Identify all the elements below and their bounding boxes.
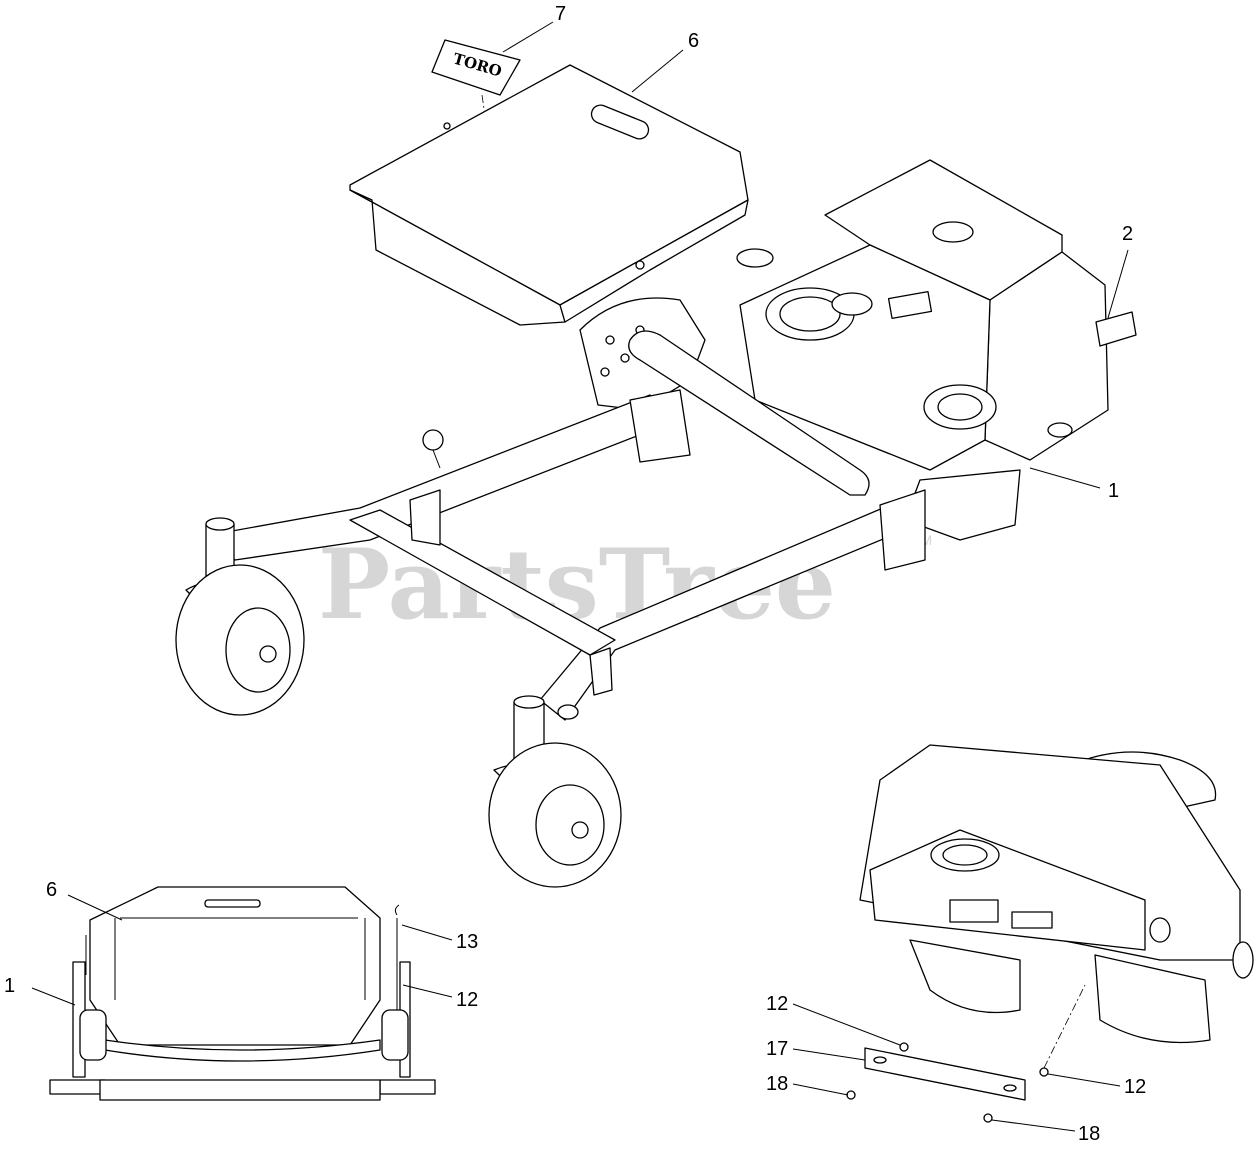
main-frame-assembly: TORO xyxy=(175,3,1137,888)
seat-cover xyxy=(349,64,749,326)
underside-view-inset: 12 17 18 12 18 xyxy=(766,744,1254,1145)
inset-right-callout-12-right: 12 xyxy=(1124,1076,1146,1098)
callout-2: 2 xyxy=(1122,223,1133,245)
right-caster-wheel xyxy=(488,695,622,888)
inset-right-callout-17: 17 xyxy=(766,1038,788,1060)
front-view-inset: 6 13 1 12 xyxy=(4,879,478,1101)
inset-right-callout-12-top: 12 xyxy=(766,993,788,1015)
inset-right-callout-18-bottom: 18 xyxy=(1078,1123,1100,1145)
callout-6: 6 xyxy=(688,30,699,52)
left-caster-wheel xyxy=(175,517,305,716)
callout-7: 7 xyxy=(555,3,566,25)
rear-chassis xyxy=(736,159,1109,541)
handle-grip xyxy=(1095,311,1137,347)
inset-right-callout-18-left: 18 xyxy=(766,1073,788,1095)
inset-left-callout-6: 6 xyxy=(46,879,57,901)
callout-1: 1 xyxy=(1108,480,1119,502)
inset-left-callout-13: 13 xyxy=(456,931,478,953)
push-bar xyxy=(628,330,870,496)
inset-left-callout-1: 1 xyxy=(4,975,15,997)
frame-rails xyxy=(209,389,926,721)
inset-left-callout-12: 12 xyxy=(456,989,478,1011)
